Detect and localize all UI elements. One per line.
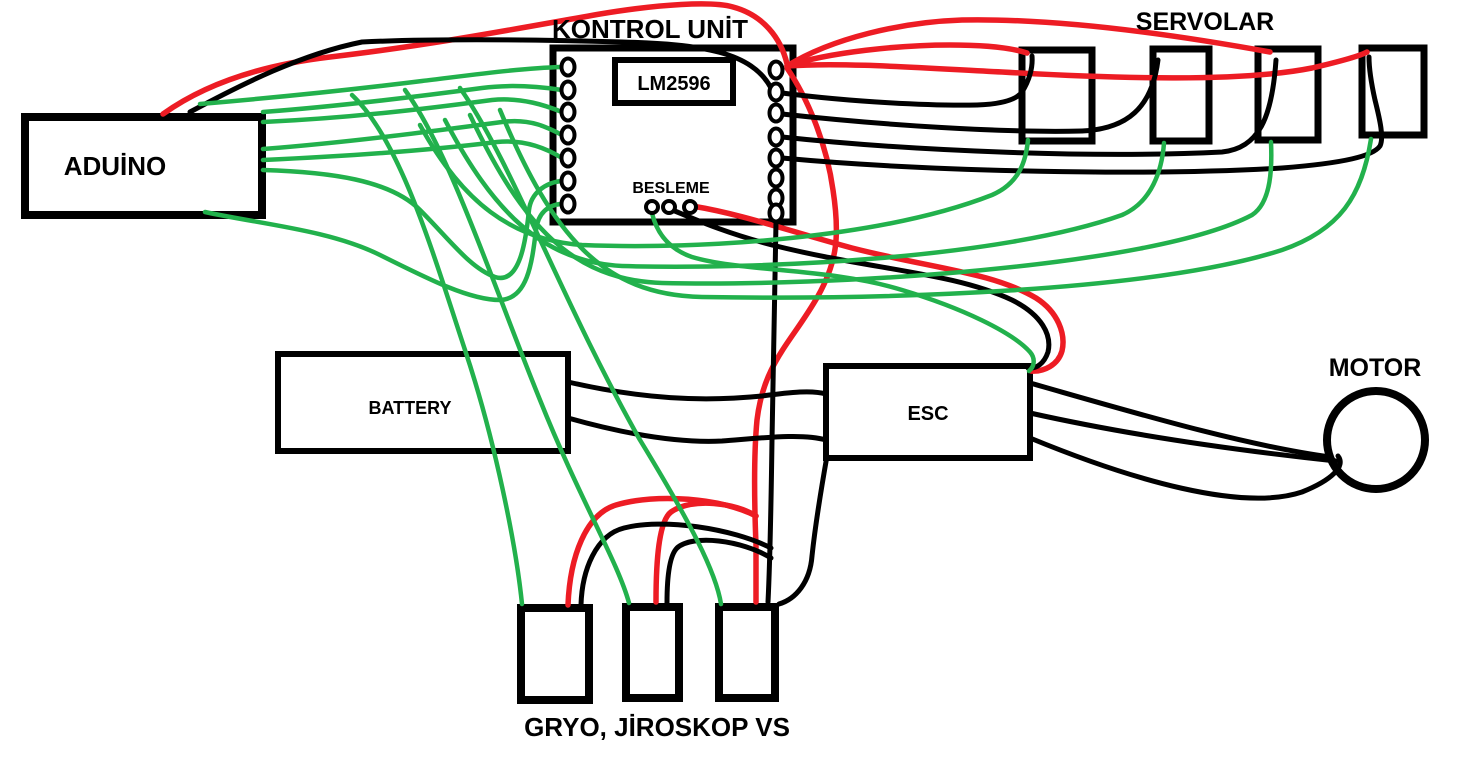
motor-circle <box>1323 387 1429 493</box>
wire-green-loop-servo4 <box>497 107 1374 300</box>
arduino-label: ADUİNO <box>64 151 167 181</box>
lm2596-label: LM2596 <box>637 73 710 95</box>
wire-green-loop-servo2 <box>442 117 1167 269</box>
wire-green-loop-pin6 <box>260 167 564 281</box>
pin-left-4 <box>559 124 577 146</box>
wire-red-besleme-to-esc <box>689 203 1066 374</box>
wire-black-branch-gyro1 <box>578 521 774 608</box>
servolar-label: SERVOLAR <box>1136 8 1274 36</box>
wire-red-arduino-to-hub <box>160 1 790 117</box>
esc-label: ESC <box>907 403 948 425</box>
wire-green-arduino-pin4 <box>260 118 565 152</box>
pin-right-1 <box>767 59 785 81</box>
pin-left-7 <box>559 193 577 215</box>
gyro-box-3 <box>715 603 779 702</box>
wire-black-battery-esc-2 <box>565 415 829 444</box>
pin-right-8 <box>767 202 785 224</box>
gyro-label: GRYO, JİROSKOP VS <box>524 712 790 742</box>
wire-green-sweep-gyro3 <box>457 85 724 607</box>
pin-left-6 <box>559 170 577 192</box>
wire-green-arduino-pin3 <box>260 97 565 125</box>
servo-box-2 <box>1149 45 1213 145</box>
wire-black-esc-motor-1 <box>1027 380 1333 460</box>
wire-green-sweep-gyro2 <box>402 87 632 606</box>
besleme-label: BESLEME <box>632 180 710 197</box>
wire-green-arduino-pin1 <box>197 64 565 107</box>
pin-besleme-3 <box>682 199 698 215</box>
wire-black-esc-to-gyro3 <box>776 453 830 607</box>
wire-red-hub-to-servo1 <box>784 42 1030 69</box>
wire-black-branch-gyro2 <box>664 537 774 606</box>
wire-black-pin2-to-servo1 <box>779 53 1035 108</box>
wire-red-branch-gyro2 <box>653 500 759 605</box>
wire-black-esc-motor-3 <box>1027 435 1343 501</box>
pin-left-2 <box>559 79 577 101</box>
pin-right-4 <box>767 126 785 148</box>
pin-right-6 <box>767 167 785 189</box>
wire-green-loop-servo1 <box>417 122 1031 249</box>
wire-black-pin5-to-servo4 <box>779 54 1385 175</box>
lm2596-box <box>612 57 736 106</box>
servo-box-3 <box>1254 45 1322 144</box>
wire-green-besleme-to-esc <box>649 210 1036 374</box>
pin-left-3 <box>559 101 577 123</box>
wire-red-hub-down-to-gyro3 <box>751 65 840 605</box>
pin-besleme-1 <box>644 199 660 215</box>
pin-right-3 <box>767 102 785 124</box>
kontrol_unit-label: KONTROL UNİT <box>552 14 748 44</box>
battery-box <box>275 351 571 454</box>
wire-green-loop-servo3 <box>467 112 1274 286</box>
servo-box-4 <box>1358 44 1428 139</box>
wire-black-besleme-to-esc <box>667 206 1052 371</box>
pin-left-5 <box>559 147 577 169</box>
battery-label: BATTERY <box>369 398 452 418</box>
motor-label: MOTOR <box>1329 354 1422 382</box>
pin-left-1 <box>559 56 577 78</box>
pin-right-2 <box>767 81 785 103</box>
wire-red-hub-to-servo3 <box>784 17 1273 69</box>
wire-green-arduino-pin5 <box>260 139 565 163</box>
gyro-box-2 <box>622 603 683 702</box>
wire-green-sweep-gyro1 <box>349 92 525 607</box>
arduino-box <box>21 113 266 219</box>
wire-black-arduino-to-cu <box>187 37 774 115</box>
wire-black-esc-motor-2 <box>1027 410 1339 464</box>
wire-red-hub-to-servo4 <box>784 49 1370 81</box>
gyro-box-1 <box>517 604 593 704</box>
wire-black-pin3-to-servo2 <box>779 57 1161 134</box>
wire-black-battery-esc-1 <box>565 379 829 402</box>
pin-besleme-2 <box>661 199 677 215</box>
wire-black-pin4-to-servo3 <box>779 57 1279 157</box>
pin-right-5 <box>767 147 785 169</box>
wire-green-arduino-pin2 <box>260 83 565 115</box>
